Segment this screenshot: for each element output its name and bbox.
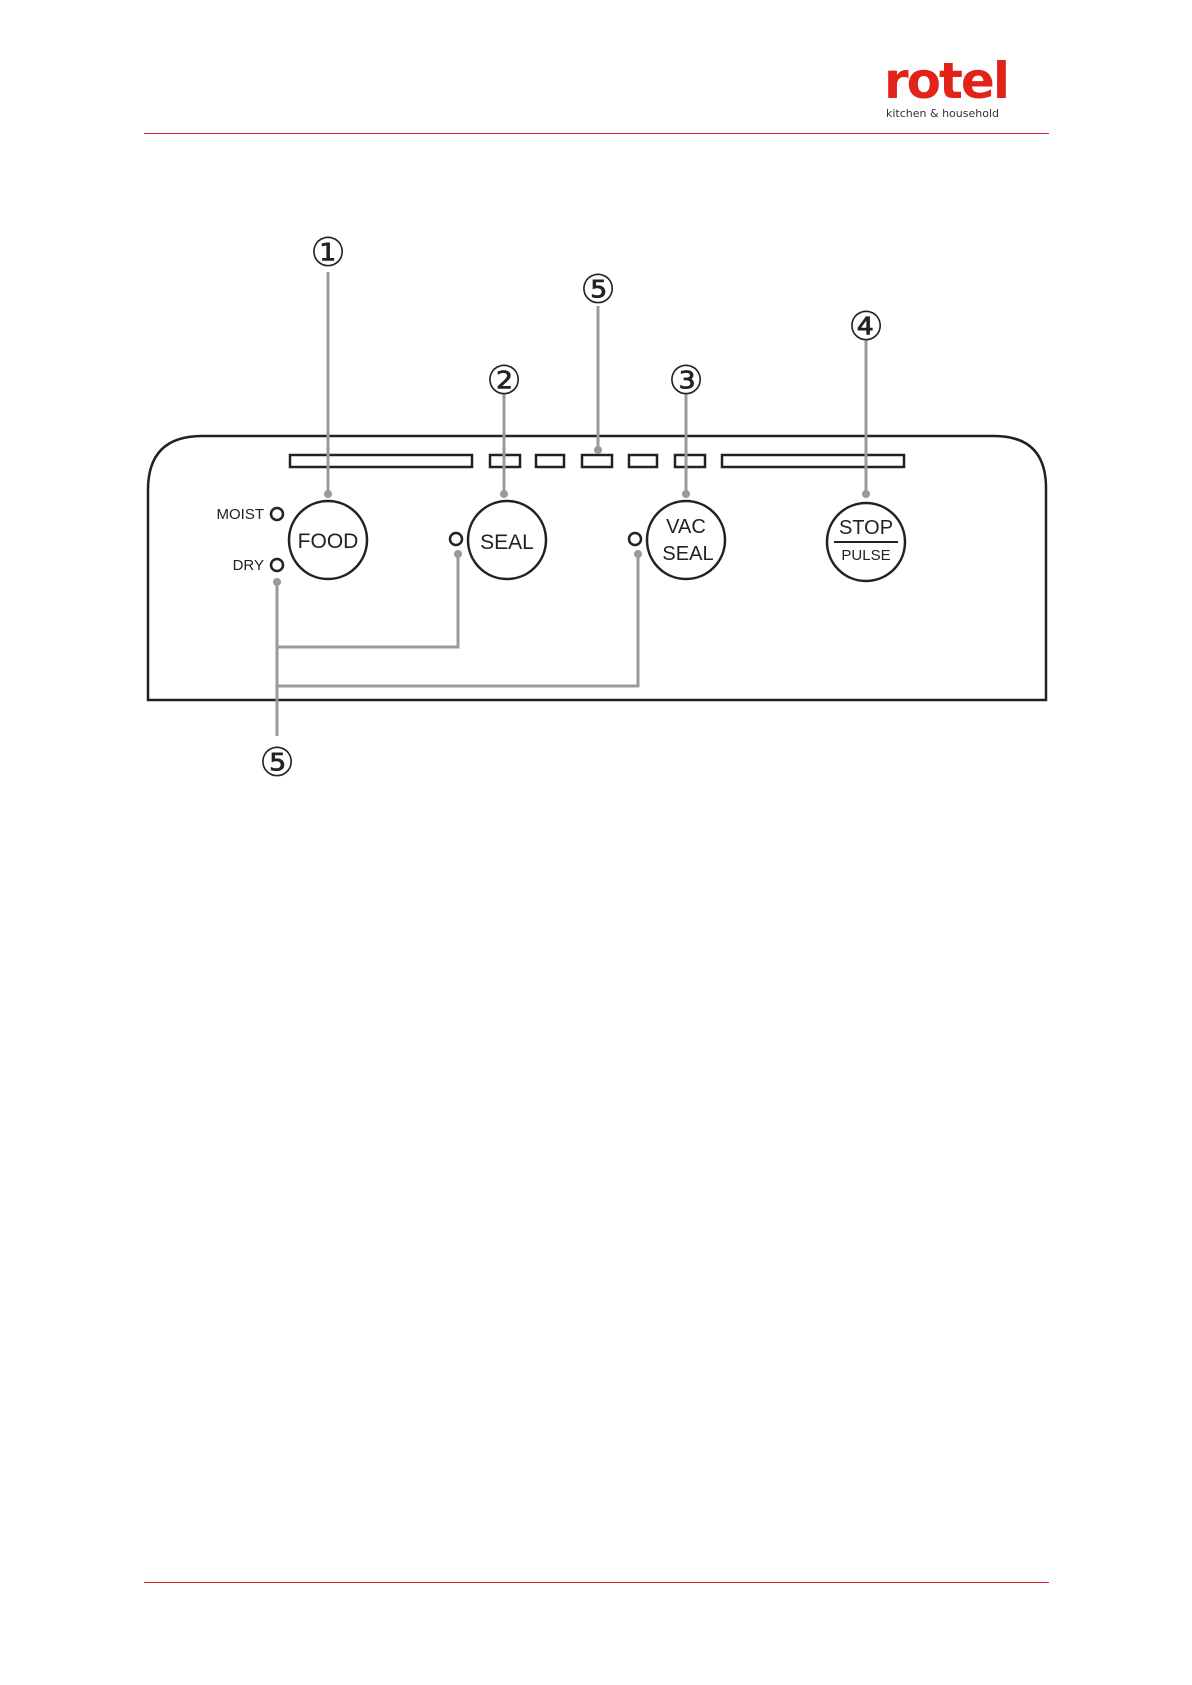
- leader-dot: [454, 550, 462, 558]
- leader-5-bottom: [277, 554, 638, 736]
- moist-label: MOIST: [217, 506, 265, 523]
- vac-seal-line1: VAC: [666, 516, 706, 538]
- vac-seal-button-ring: [647, 501, 725, 579]
- leader-lines: [277, 272, 866, 736]
- callout-2: ②: [486, 359, 522, 403]
- slot-3: [582, 455, 612, 467]
- dry-led: [271, 559, 283, 571]
- seal-button-label: SEAL: [480, 531, 534, 554]
- callout-1: ①: [310, 231, 346, 275]
- leader-dot: [324, 490, 332, 498]
- stop-pulse-button[interactable]: STOP PULSE: [827, 503, 905, 581]
- slot-right: [722, 455, 904, 467]
- callout-3: ③: [668, 359, 704, 403]
- leader-dot: [273, 578, 281, 586]
- leader-dot: [634, 550, 642, 558]
- callout-numbers: ① ② ③ ④ ⑤ ⑤: [259, 231, 884, 785]
- leader-dot: [682, 490, 690, 498]
- leader-dot: [500, 490, 508, 498]
- food-button-label: FOOD: [298, 530, 359, 553]
- food-button[interactable]: FOOD: [289, 501, 367, 579]
- leader-dot: [594, 446, 602, 454]
- callout-4: ④: [848, 305, 884, 349]
- indicator-slots: [290, 455, 904, 467]
- slot-left: [290, 455, 472, 467]
- seal-button[interactable]: SEAL: [468, 501, 546, 579]
- vac-seal-led: [629, 533, 641, 545]
- dry-label: DRY: [233, 557, 264, 574]
- seal-led: [450, 533, 462, 545]
- pulse-label: PULSE: [841, 547, 890, 564]
- callout-5-bottom: ⑤: [259, 741, 295, 785]
- vac-seal-line2: SEAL: [662, 543, 713, 565]
- slot-4: [629, 455, 657, 467]
- slot-5: [675, 455, 705, 467]
- slot-2: [536, 455, 564, 467]
- stop-label: STOP: [839, 517, 893, 539]
- moist-led: [271, 508, 283, 520]
- vac-seal-button[interactable]: VAC SEAL: [647, 501, 725, 579]
- callout-5-top: ⑤: [580, 268, 616, 312]
- leader-dot: [862, 490, 870, 498]
